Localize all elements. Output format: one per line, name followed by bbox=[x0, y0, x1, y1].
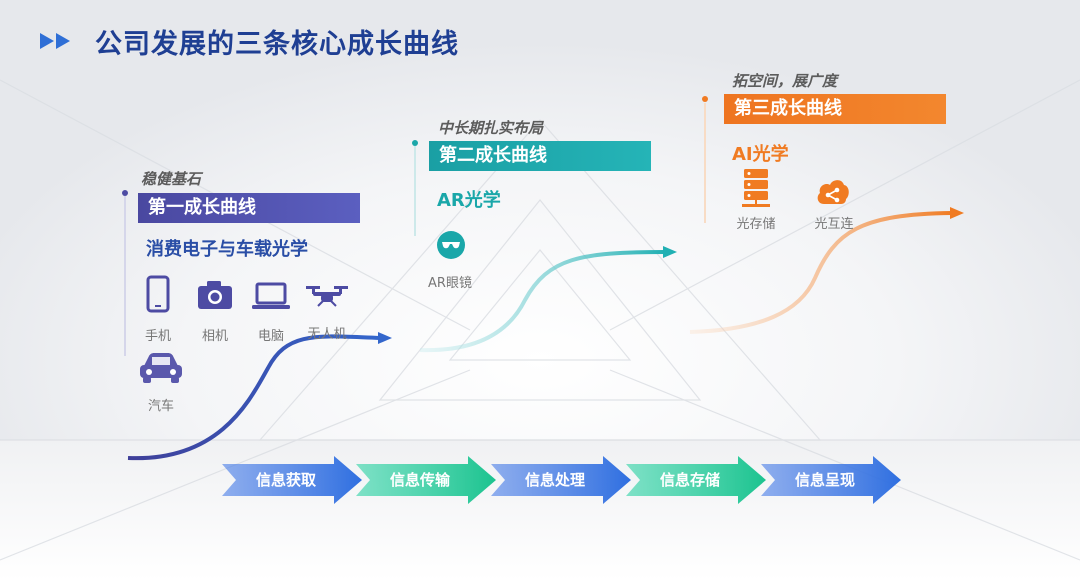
drone-icon bbox=[306, 286, 348, 307]
first-curve-timeline bbox=[124, 196, 126, 356]
step-arrow-shape bbox=[626, 456, 766, 504]
car-icon bbox=[140, 353, 182, 383]
first-curve-label-bar: 第一成长曲线 bbox=[138, 193, 360, 223]
step-arrow-shape bbox=[222, 456, 362, 504]
second-curve-dot bbox=[412, 140, 418, 146]
share-network-icon bbox=[817, 180, 849, 204]
ar-glasses-icon bbox=[437, 231, 465, 259]
step-information-processing: 信息处理 bbox=[491, 456, 631, 504]
step-label: 信息存储 bbox=[659, 471, 720, 489]
step-label: 信息传输 bbox=[389, 471, 450, 489]
step-label: 信息呈现 bbox=[794, 471, 855, 489]
step-arrow-shape bbox=[491, 456, 631, 504]
title-arrows-icon bbox=[40, 33, 70, 49]
second-curve-timeline bbox=[414, 146, 416, 236]
step-label: 信息处理 bbox=[524, 471, 585, 489]
step-arrow-shape bbox=[761, 456, 901, 504]
server-storage-label: 光存储 bbox=[736, 217, 776, 232]
step-label: 信息获取 bbox=[255, 471, 316, 489]
second-curve-tech: AR光学 bbox=[437, 190, 501, 211]
step-information-acquisition: 信息获取 bbox=[222, 456, 362, 504]
second-growth-curve bbox=[419, 250, 666, 353]
first-curve-tech: 消费电子与车载光学 bbox=[146, 239, 308, 260]
first-growth-curve bbox=[127, 334, 381, 461]
smartphone-label: 手机 bbox=[144, 329, 171, 344]
smartphone-icon bbox=[146, 275, 170, 313]
server-storage-icon bbox=[742, 169, 770, 207]
first-curve-arrowhead bbox=[378, 332, 392, 344]
third-growth-curve bbox=[689, 211, 953, 334]
third-curve-tech: AI光学 bbox=[732, 144, 789, 165]
third-curve-timeline bbox=[704, 103, 706, 223]
second-curve-arrowhead bbox=[663, 246, 677, 258]
camera-icon bbox=[198, 281, 232, 309]
third-curve-label: 第三成长曲线 bbox=[734, 98, 842, 119]
first-curve-dot bbox=[122, 190, 128, 196]
laptop-icon bbox=[252, 282, 290, 309]
share-network-label: 光互连 bbox=[814, 217, 854, 232]
third-curve-dot bbox=[702, 96, 708, 102]
first-curve-subtitle: 稳健基石 bbox=[141, 170, 202, 188]
step-arrow-shape bbox=[356, 456, 496, 504]
third-curve-label-bar: 第三成长曲线 bbox=[724, 94, 946, 124]
camera-label: 相机 bbox=[201, 329, 228, 344]
page-title: 公司发展的三条核心成长曲线 bbox=[95, 29, 459, 60]
car-label: 汽车 bbox=[147, 399, 174, 414]
third-curve-subtitle: 拓空间，展广度 bbox=[732, 72, 838, 90]
step-information-storage: 信息存储 bbox=[626, 456, 766, 504]
drone-label: 无人机 bbox=[307, 327, 347, 342]
ar-glasses-label: AR眼镜 bbox=[428, 276, 472, 291]
laptop-label: 电脑 bbox=[257, 329, 284, 344]
first-curve-label: 第一成长曲线 bbox=[148, 197, 256, 218]
third-curve-arrowhead bbox=[950, 207, 964, 219]
second-curve-subtitle: 中长期扎实布局 bbox=[438, 119, 544, 137]
step-information-presentation: 信息呈现 bbox=[761, 456, 901, 504]
step-information-transmission: 信息传输 bbox=[356, 456, 496, 504]
second-curve-label: 第二成长曲线 bbox=[439, 145, 547, 166]
second-curve-label-bar: 第二成长曲线 bbox=[429, 141, 651, 171]
